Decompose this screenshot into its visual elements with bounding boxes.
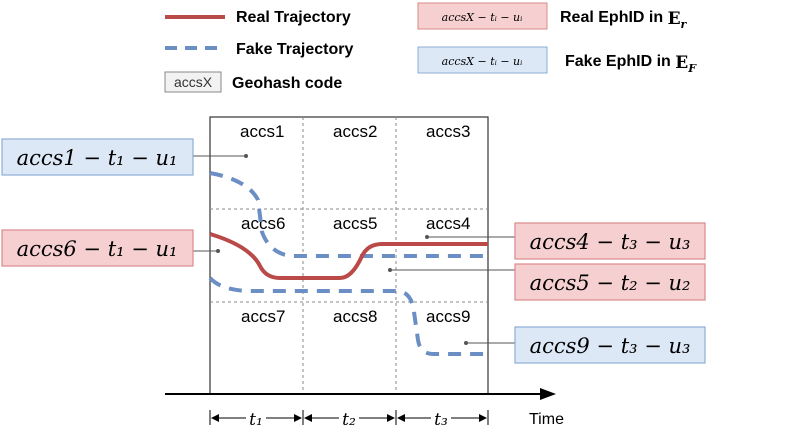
time-axis-arrowhead (540, 388, 556, 400)
leader-dot (464, 341, 468, 345)
leader-dot (244, 154, 248, 158)
cell-label: accs5 (333, 214, 377, 233)
cell-label: accs6 (241, 214, 285, 233)
cell-label: accs3 (426, 122, 470, 141)
leader-dot (388, 268, 392, 272)
cell-label: accs2 (333, 122, 377, 141)
interval-label: t₂ (342, 410, 356, 430)
time-axis-label: Time (529, 411, 564, 428)
legend-fake-ephid-label: Fake EphID in EF (565, 53, 697, 75)
real-trajectory (209, 232, 488, 280)
fake-trajectory-lower (208, 276, 488, 356)
callout-text: accs5 − t₂ − u₂ (530, 271, 691, 295)
callout-text: accs6 − t₁ − u₁ (17, 237, 178, 261)
callout-real-ephid (514, 263, 706, 301)
leader-dot (216, 249, 220, 253)
cell-label: accs9 (426, 307, 470, 326)
callout-text: accs1 − t₁ − u₁ (17, 146, 178, 170)
callout-fake-ephid (1, 138, 194, 176)
callout-text: accs4 − t₃ − u₃ (530, 230, 691, 254)
legend-fake-ephid-sample: accsX − tᵢ − uᵢ (442, 55, 523, 68)
callout-fake-ephid (514, 326, 706, 364)
interval-arrowhead (397, 414, 405, 422)
callout-real-ephid (514, 222, 706, 260)
fake-trajectory-upper (209, 171, 488, 258)
callout-real-ephid (1, 229, 194, 267)
legend-geohash-label: Geohash code (232, 75, 342, 92)
cell-label: accs1 (240, 122, 284, 141)
interval-arrowhead (211, 414, 219, 422)
legend-real-ephid-sample: accsX − tᵢ − uᵢ (442, 11, 523, 24)
legend-geohash-box (164, 71, 222, 93)
interval-label: t₃ (434, 410, 448, 430)
cell-label: accs8 (333, 307, 377, 326)
cell-label: accs7 (241, 307, 285, 326)
legend-real-ephid-box (417, 2, 548, 30)
legend-fake-label: Fake Trajectory (236, 41, 354, 58)
cell-label: accs4 (426, 214, 470, 233)
interval-arrowhead (387, 414, 395, 422)
legend-real-ephid-label: Real EphID in Er (560, 9, 688, 31)
legend-geohash-box-text: accsX (174, 74, 213, 90)
interval-arrowhead (294, 414, 302, 422)
legend-real-label: Real Trajectory (236, 9, 351, 26)
interval-arrowhead (304, 414, 312, 422)
interval-label: t₁ (249, 410, 263, 430)
callout-text: accs9 − t₃ − u₃ (530, 334, 691, 358)
interval-arrowhead (479, 414, 487, 422)
leader-dot (425, 235, 429, 239)
legend-fake-ephid-box (417, 46, 548, 74)
